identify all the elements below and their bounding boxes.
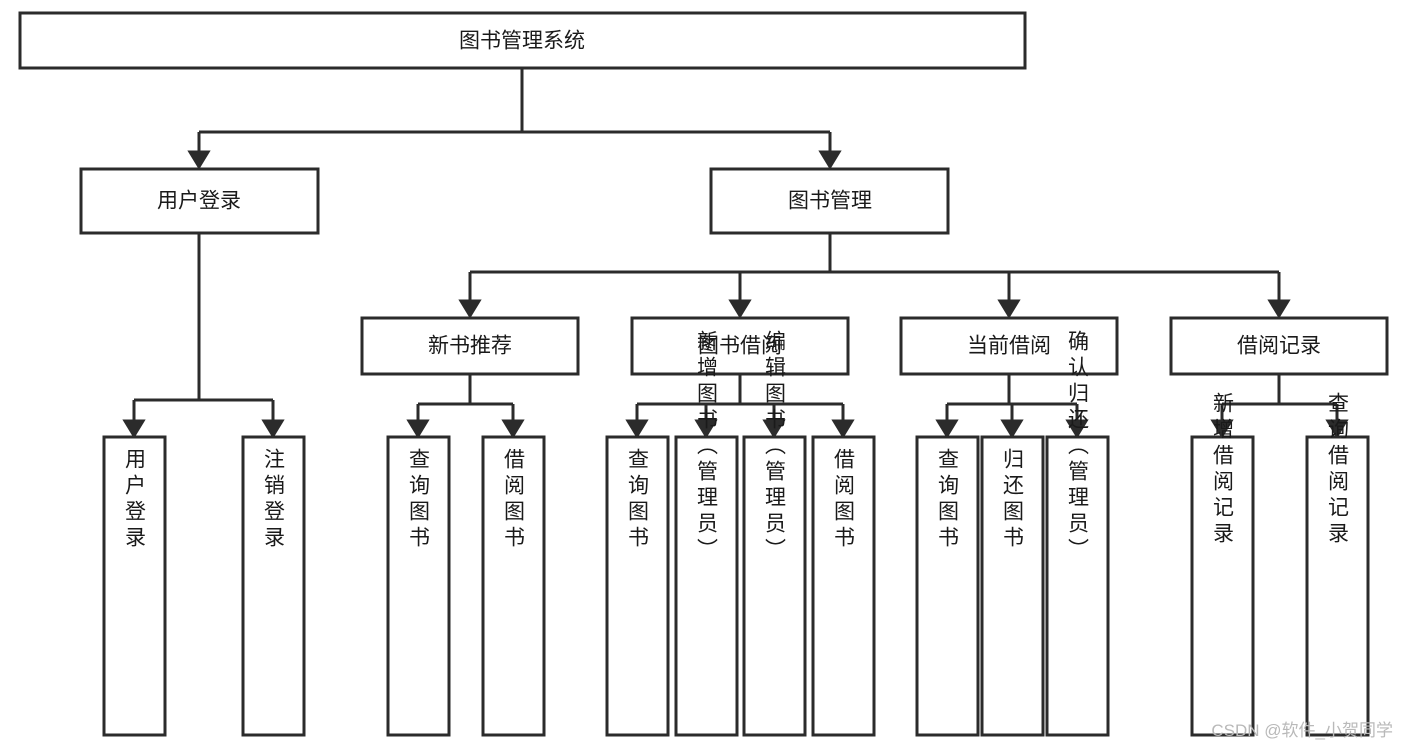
node-book-borrow-label: 图书借阅 [698,335,782,358]
leaf-current-borrow-2[interactable]: 确认归还（管理员） [1045,330,1110,737]
leaf-book-borrow-3-box [811,435,876,737]
leaf-borrow-record-0[interactable]: 新增借阅记录 [1190,392,1255,737]
leaf-book-borrow-3[interactable]: 借阅图书 [811,435,876,737]
leaf-book-borrow-2-label: 编辑图书（管理员） [763,330,787,564]
leaf-borrow-record-0-label: 新增借阅记录 [1211,392,1235,548]
node-book-management-label: 图书管理 [788,190,872,213]
node-current-borrow[interactable]: 当前借阅 [899,316,1119,376]
node-book-borrow[interactable]: 图书借阅 [630,316,850,376]
leaf-new-book-recommend-1-label: 借阅图书 [502,448,526,552]
leaf-user-login-1-label: 注销登录 [262,448,286,552]
leaf-user-login-1-box [241,435,306,737]
node-root-label: 图书管理系统 [459,30,585,53]
node-current-borrow-box [899,316,1119,376]
leaf-book-borrow-1-box [674,435,739,737]
leaf-current-borrow-1-label: 归还图书 [1001,448,1025,552]
leaf-new-book-recommend-0-box [386,435,451,737]
csdn-watermark: CSDN @软件_小贺同学 [1211,721,1393,740]
leaf-borrow-record-1-label: 查询借阅记录 [1326,392,1350,548]
node-book-management[interactable]: 图书管理 [709,167,950,235]
leaf-book-borrow-0-box [605,435,670,737]
leaf-new-book-recommend-0-label: 查询图书 [407,448,431,552]
leaf-current-borrow-1[interactable]: 归还图书 [980,435,1045,737]
node-root-box [18,11,1027,70]
leaf-current-borrow-0[interactable]: 查询图书 [915,435,980,737]
leaf-book-borrow-1-label: 新增图书（管理员） [695,330,719,564]
leaf-current-borrow-2-label: 确认归还（管理员） [1066,330,1090,564]
leaf-current-borrow-0-label: 查询图书 [936,448,960,552]
node-new-book-recommend[interactable]: 新书推荐 [360,316,580,376]
leaf-user-login-0-label: 用户登录 [123,448,147,552]
node-borrow-record-box [1169,316,1389,376]
leaf-current-borrow-2-box [1045,435,1110,737]
leaf-new-book-recommend-0[interactable]: 查询图书 [386,435,451,737]
node-book-borrow-box [630,316,850,376]
leaf-current-borrow-0-box [915,435,980,737]
leaf-user-login-0[interactable]: 用户登录 [102,435,167,737]
leaf-borrow-record-0-box [1190,435,1255,737]
leaf-book-borrow-0[interactable]: 查询图书 [605,435,670,737]
node-new-book-recommend-box [360,316,580,376]
leaf-book-borrow-2-box [742,435,807,737]
leaf-borrow-record-1-box [1305,435,1370,737]
node-current-borrow-label: 当前借阅 [967,335,1051,358]
leaf-user-login-0-box [102,435,167,737]
node-user-login-box [79,167,320,235]
leaf-user-login-1[interactable]: 注销登录 [241,435,306,737]
leaf-book-borrow-2[interactable]: 编辑图书（管理员） [742,330,807,737]
node-borrow-record-label: 借阅记录 [1237,335,1321,358]
node-root-book-management-system[interactable]: 图书管理系统 [18,11,1027,70]
node-user-login[interactable]: 用户登录 [79,167,320,235]
connector-group [122,68,1349,439]
node-user-login-label: 用户登录 [157,190,241,213]
leaf-book-borrow-0-label: 查询图书 [626,448,650,552]
leaf-book-borrow-1[interactable]: 新增图书（管理员） [674,330,739,737]
leaf-book-borrow-3-label: 借阅图书 [832,448,856,552]
leaf-new-book-recommend-1[interactable]: 借阅图书 [481,435,546,737]
node-new-book-recommend-label: 新书推荐 [428,335,512,358]
node-book-management-box [709,167,950,235]
leaf-new-book-recommend-1-box [481,435,546,737]
node-borrow-record[interactable]: 借阅记录 [1169,316,1389,376]
leaf-borrow-record-1[interactable]: 查询借阅记录 [1305,392,1370,737]
leaf-current-borrow-1-box [980,435,1045,737]
